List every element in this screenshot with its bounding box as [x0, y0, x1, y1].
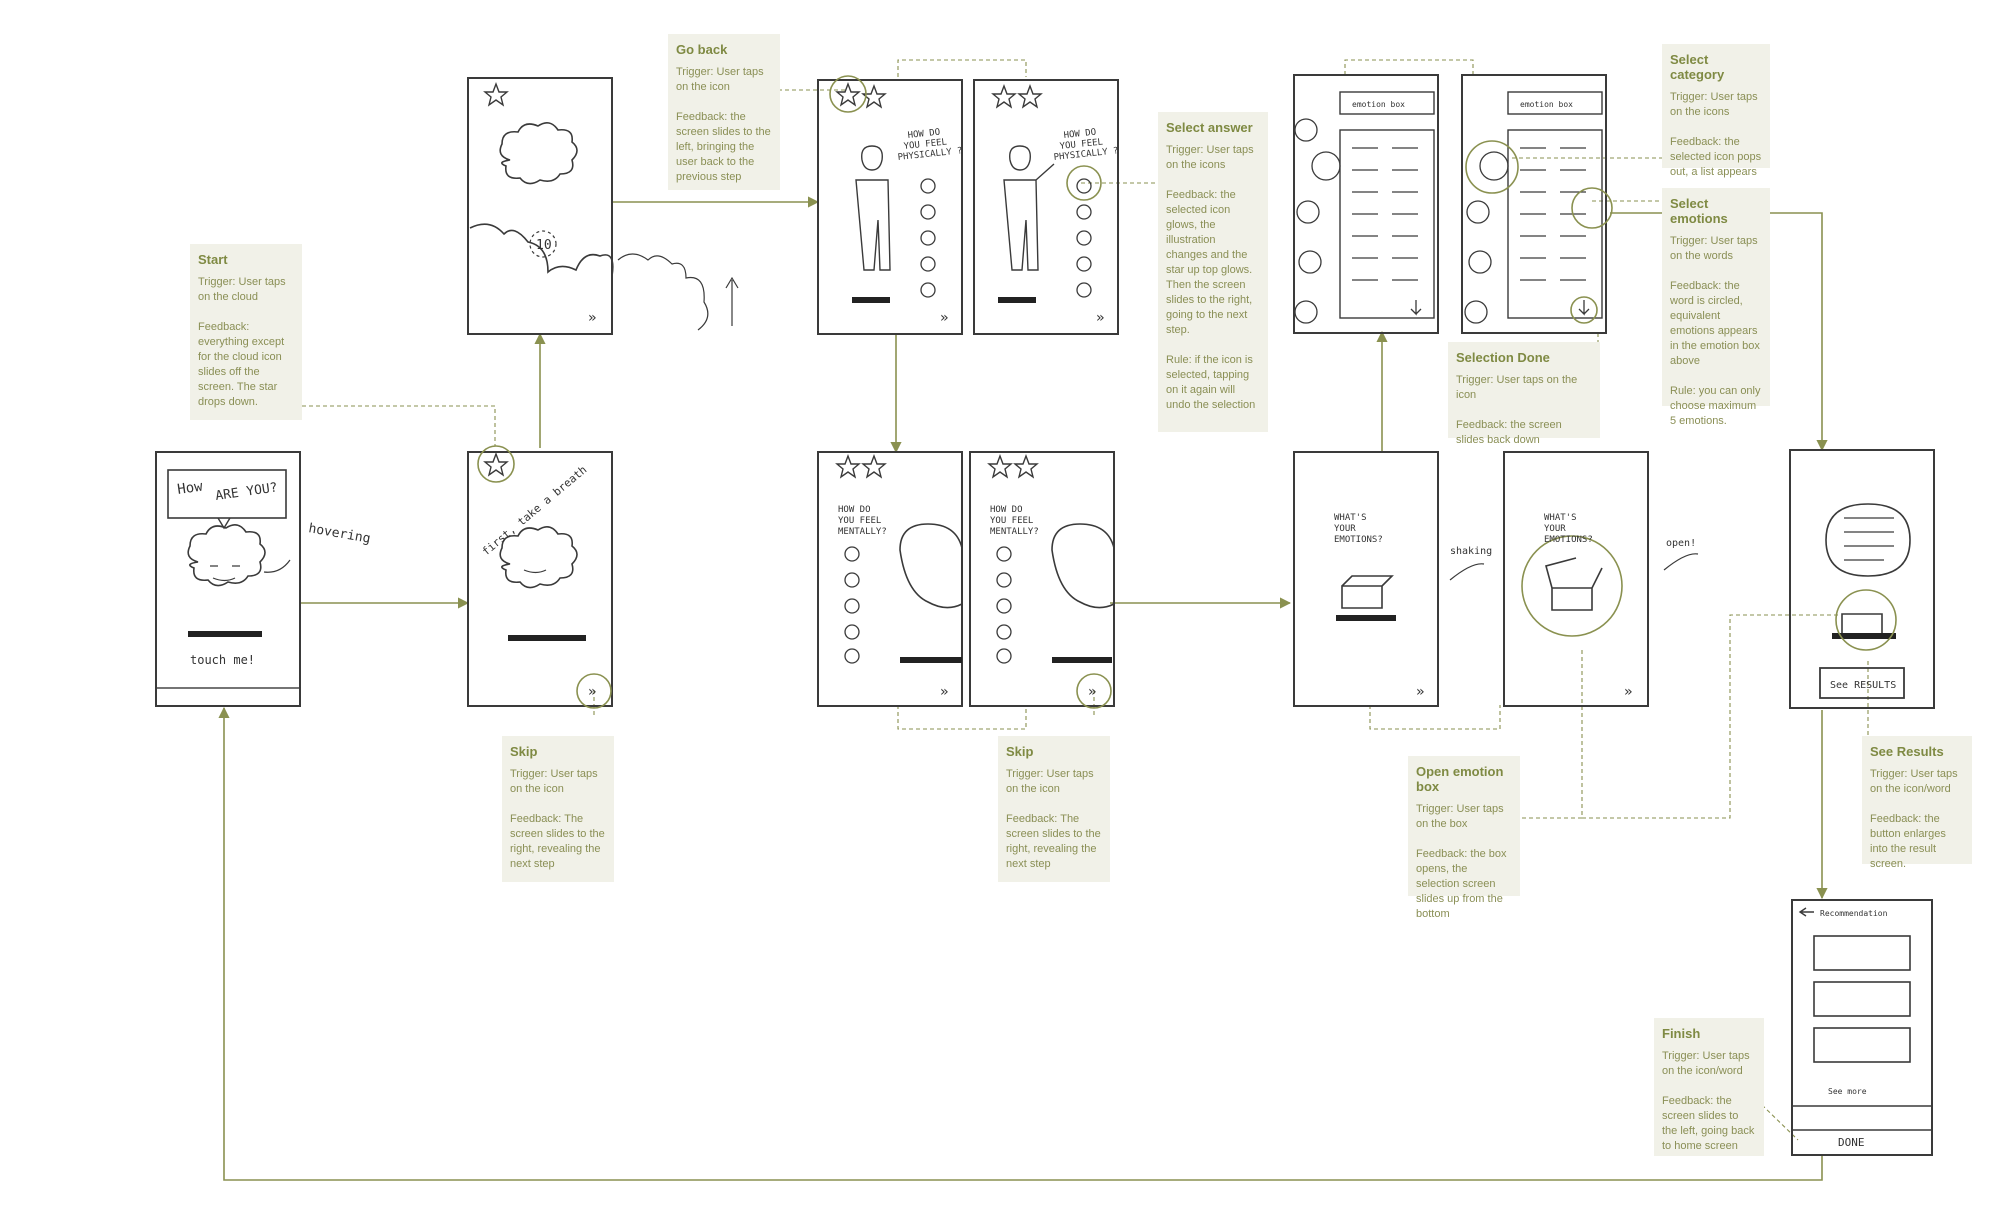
note-start-body: Trigger: User taps on the cloud Feedback… [198, 276, 286, 408]
see-results-label: See RESULTS [1830, 680, 1896, 691]
skip-arrow-1: » [588, 684, 596, 700]
done-text: DONE [1838, 1136, 1865, 1149]
emotions-skip-arrow-2: » [1624, 684, 1632, 700]
note-finish-body: Trigger: User taps on the icon/word Feed… [1662, 1050, 1755, 1152]
arrow-done-home [218, 706, 1823, 1181]
note-select-answer-title: Select answer [1166, 120, 1253, 135]
recommendation-title: Recommendation [1820, 909, 1888, 918]
note-select-emotions-body: Trigger: User taps on the words Feedback… [1670, 235, 1761, 427]
star-icon [483, 452, 509, 477]
phone-physical-screens [817, 79, 1119, 335]
phone-home-screen [155, 451, 301, 707]
cloud-icon [187, 524, 266, 587]
phone-emotion-list-screens [1293, 74, 1607, 334]
note-select-category: Select category Trigger: User taps on th… [1662, 44, 1770, 178]
open-text: open! [1666, 538, 1696, 549]
cloud-skip-arrow: » [588, 310, 596, 326]
phone-cloud-screen [467, 77, 739, 335]
svg-text:YOUR: YOUR [1544, 524, 1566, 534]
note-see-results-body: Trigger: User taps on the icon/word Feed… [1870, 768, 1958, 870]
mental-skip-arrow-2: » [1088, 684, 1096, 700]
open-emotion-box-highlight [1521, 535, 1623, 637]
note-open-emotion-box-body: Trigger: User taps on the box Feedback: … [1416, 803, 1507, 920]
svg-text:HOW DO: HOW DO [990, 505, 1023, 515]
note-open-emotion-box-title: Open emotion box [1416, 764, 1504, 794]
svg-text:WHAT'S: WHAT'S [1334, 513, 1367, 523]
see-results-highlight [1835, 589, 1897, 651]
note-skip-2-title: Skip [1006, 744, 1034, 759]
select-emotions-highlight [1571, 187, 1613, 229]
note-select-emotions: Select emotions Trigger: User taps on th… [1662, 188, 1770, 427]
note-skip-1-title: Skip [510, 744, 538, 759]
emotion-box-label-1: emotion box [1352, 100, 1405, 109]
note-open-emotion-box: Open emotion box Trigger: User taps on t… [1408, 756, 1520, 920]
physical-question-text: HOW DO YOU FEEL PHYSICALLY ? HOW DO YOU … [897, 128, 1119, 163]
svg-text:EMOTIONS?: EMOTIONS? [1334, 535, 1383, 545]
phone-emotions-box-screens [1293, 451, 1699, 707]
note-see-results: See Results Trigger: User taps on the ic… [1862, 736, 1972, 870]
note-select-category-body: Trigger: User taps on the icons Feedback… [1670, 91, 1762, 178]
note-finish: Finish Trigger: User taps on the icon/wo… [1654, 1018, 1764, 1156]
go-back-star-highlight [829, 75, 867, 113]
emotions-skip-arrow-1: » [1416, 684, 1424, 700]
note-start: Start Trigger: User taps on the cloud Fe… [190, 244, 302, 420]
svg-text:YOU FEEL: YOU FEEL [1059, 138, 1103, 152]
svg-text:MENTALLY?: MENTALLY? [838, 527, 887, 537]
note-go-back: Go back Trigger: User taps on the icon F… [668, 34, 780, 190]
physical-skip-arrow-1: » [940, 310, 948, 326]
breath-skip-highlight [576, 673, 612, 709]
select-category-highlight [1465, 140, 1519, 194]
phone-home-text: How ARE YOU? hovering touch me! [176, 479, 371, 667]
note-select-category-title: Select category [1670, 52, 1725, 82]
note-skip-1-body: Trigger: User taps on the icon Feedback:… [510, 768, 605, 870]
countdown-text: 10 [536, 238, 552, 253]
mental-skip-arrow-1: » [940, 684, 948, 700]
phone-breath-screen [467, 451, 613, 707]
svg-text:YOU FEEL: YOU FEEL [903, 138, 947, 152]
svg-text:HOW DO: HOW DO [838, 505, 871, 515]
note-selection-done-body: Trigger: User taps on the icon Feedback:… [1456, 374, 1578, 446]
note-selection-done-title: Selection Done [1456, 350, 1550, 365]
svg-text:YOUR: YOUR [1334, 524, 1356, 534]
mental-question-text: HOW DO YOU FEEL MENTALLY? HOW DO YOU FEE… [838, 505, 1039, 537]
svg-text:WHAT'S: WHAT'S [1544, 513, 1577, 523]
selection-done-highlight [1570, 296, 1598, 324]
emotion-box-label-2: emotion box [1520, 100, 1573, 109]
note-skip-1: Skip Trigger: User taps on the icon Feed… [502, 736, 614, 882]
emotions-question-text: WHAT'S YOUR EMOTIONS? WHAT'S YOUR EMOTIO… [1334, 513, 1696, 557]
svg-text:HOW DO: HOW DO [1063, 128, 1096, 141]
note-skip-2: Skip Trigger: User taps on the icon Feed… [998, 736, 1110, 882]
svg-text:YOU FEEL: YOU FEEL [838, 516, 881, 526]
note-select-answer: Select answer Trigger: User taps on the … [1158, 112, 1268, 432]
mental-skip-highlight [1076, 673, 1112, 709]
dashed-leaders [302, 59, 1869, 1141]
svg-text:YOU FEEL: YOU FEEL [990, 516, 1033, 526]
select-answer-highlight [1066, 165, 1102, 201]
note-select-answer-body: Trigger: User taps on the icons Feedback… [1166, 144, 1256, 411]
svg-text:EMOTIONS?: EMOTIONS? [1544, 535, 1593, 545]
note-selection-done: Selection Done Trigger: User taps on the… [1448, 342, 1600, 446]
note-finish-title: Finish [1662, 1026, 1701, 1041]
see-more-text: See more [1828, 1087, 1867, 1096]
note-go-back-title: Go back [676, 42, 728, 57]
breath-star-highlight [477, 445, 515, 483]
touch-me-text: touch me! [190, 653, 255, 667]
how-text: How [176, 479, 204, 498]
svg-text:MENTALLY?: MENTALLY? [990, 527, 1039, 537]
phone-result-screen [1789, 449, 1935, 709]
note-start-title: Start [198, 252, 228, 267]
shaking-text: shaking [1450, 546, 1492, 557]
note-go-back-body: Trigger: User taps on the icon Feedback:… [676, 66, 771, 183]
phone-recommendation-screen [1791, 899, 1933, 1156]
note-skip-2-body: Trigger: User taps on the icon Feedback:… [1006, 768, 1101, 870]
physical-skip-arrow-2: » [1096, 310, 1104, 326]
phone-mental-screens [817, 451, 1115, 707]
hovering-text: hovering [307, 521, 371, 547]
note-see-results-title: See Results [1870, 744, 1944, 759]
emotion-list-lines [1352, 147, 1586, 281]
note-select-emotions-title: Select emotions [1670, 196, 1728, 226]
svg-text:HOW DO: HOW DO [907, 128, 940, 141]
are-you-text: ARE YOU? [214, 480, 278, 504]
